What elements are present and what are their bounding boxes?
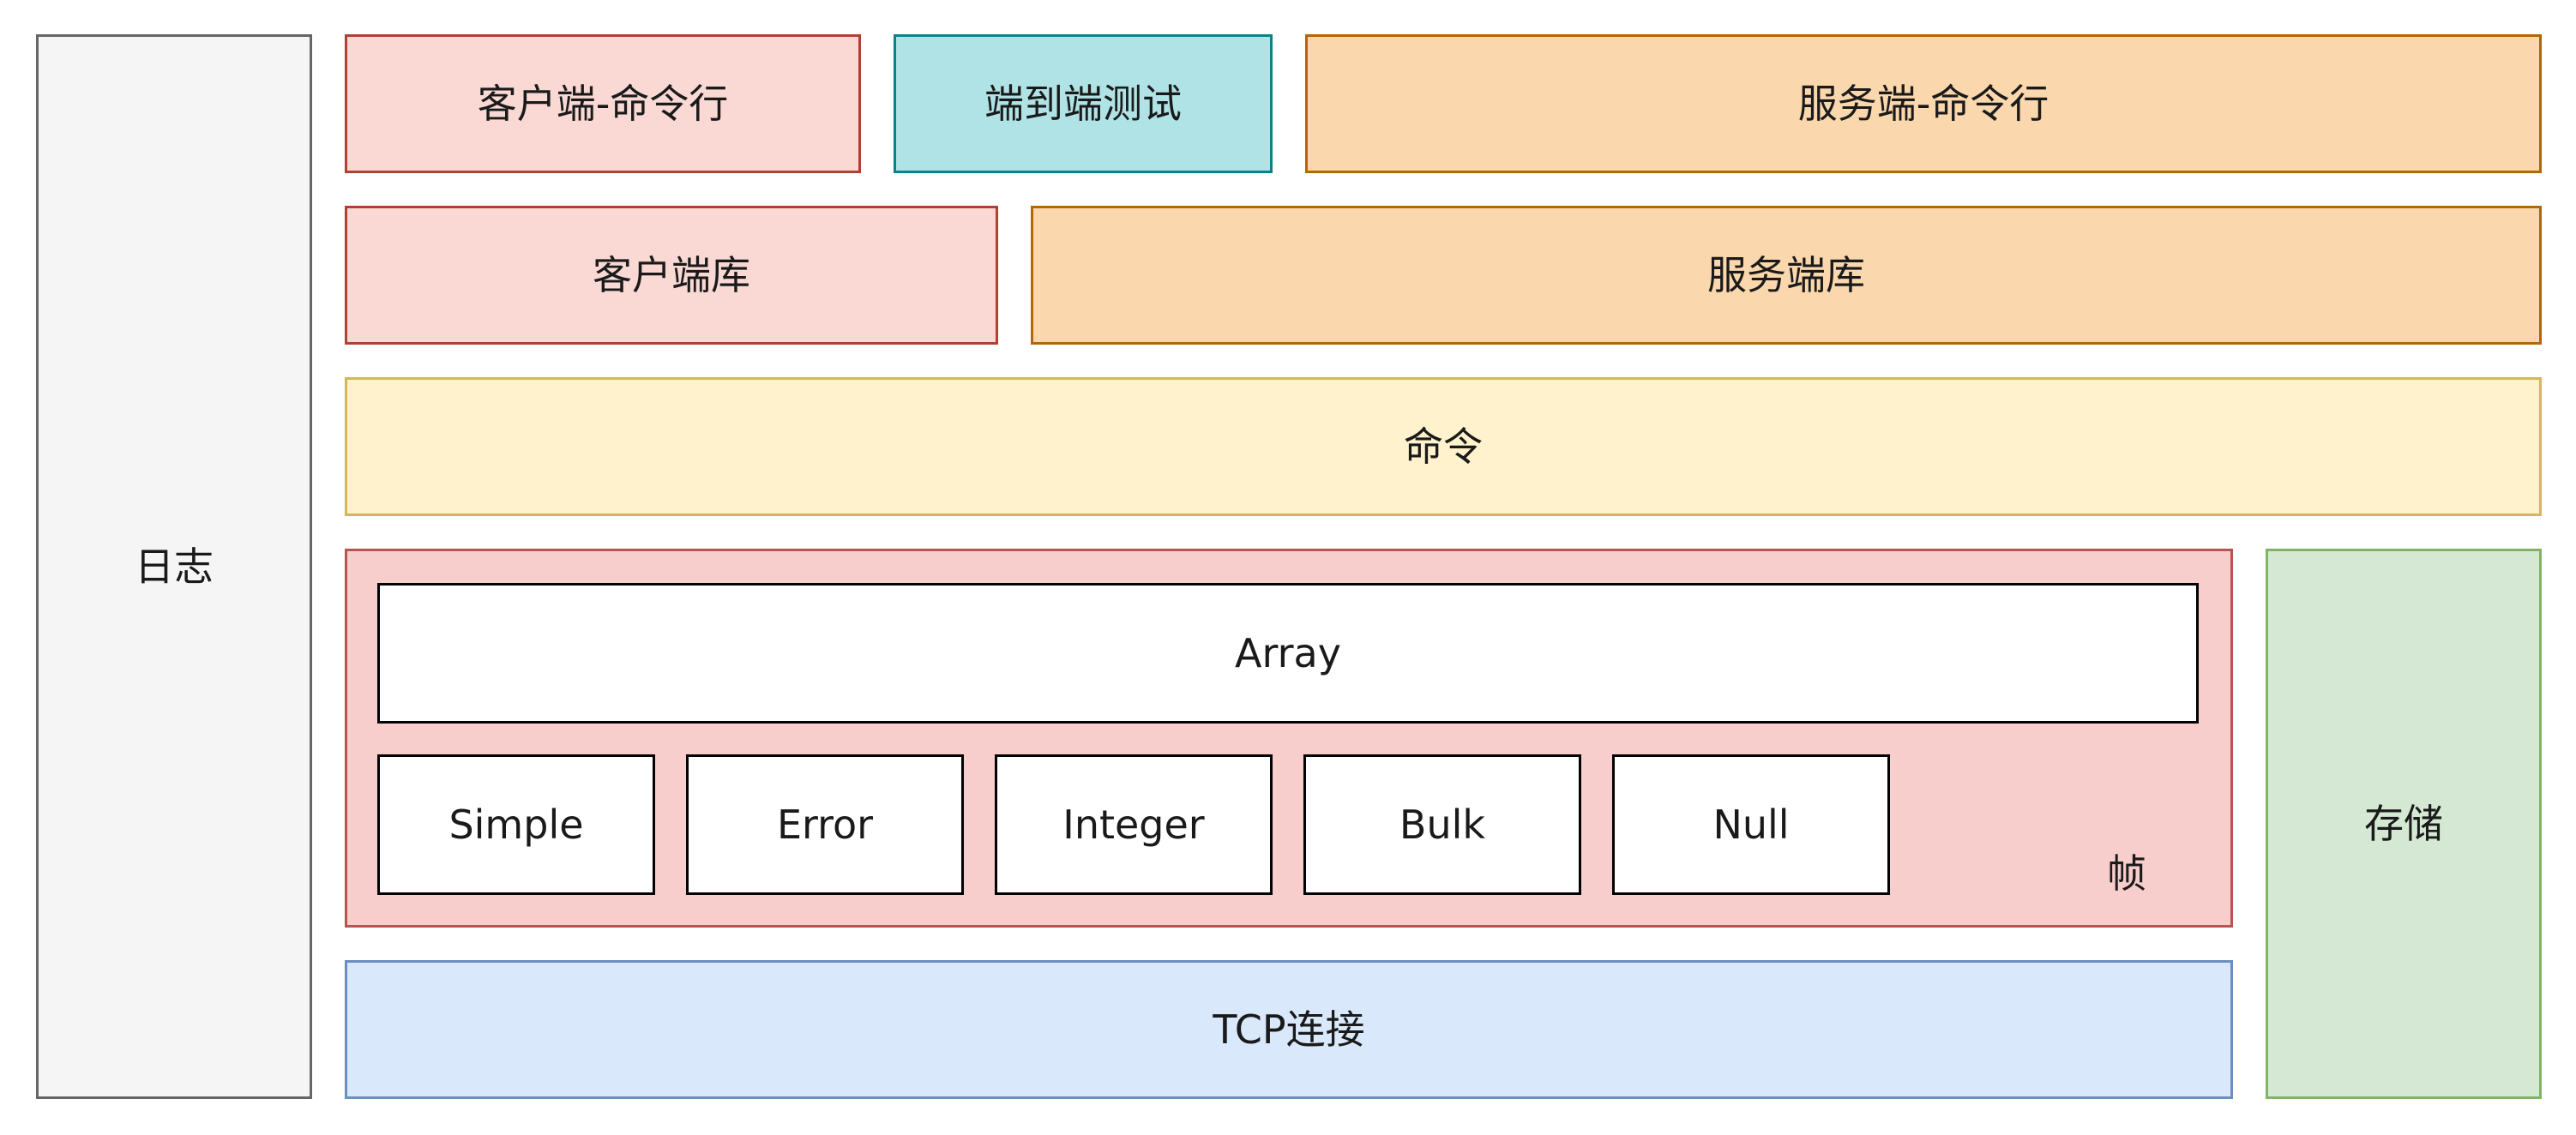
frame-array: Array (377, 583, 2199, 724)
frame-type-simple: Simple (377, 754, 655, 895)
server-cli-block: 服务端-命令行 (1305, 34, 2542, 173)
frame-type-label: Null (1712, 802, 1790, 848)
frame-type-label: Simple (448, 802, 584, 848)
frame-type-label: Integer (1062, 802, 1205, 848)
frame-type-label: Error (776, 802, 874, 848)
server-cli-label: 服务端-命令行 (1797, 81, 2049, 127)
tcp-label: TCP连接 (1213, 1006, 1365, 1053)
frame-type-bulk: Bulk (1303, 754, 1581, 895)
frame-label: 帧 (2107, 850, 2146, 897)
client-cli-block: 客户端-命令行 (345, 34, 861, 173)
frame-type-null: Null (1612, 754, 1890, 895)
frame-type-integer: Integer (995, 754, 1273, 895)
frame-array-label: Array (1235, 630, 1341, 676)
client-lib-block: 客户端库 (345, 206, 998, 345)
tcp-block: TCP连接 (345, 960, 2233, 1099)
log-label: 日志 (135, 543, 214, 590)
server-lib-label: 服务端库 (1707, 252, 1865, 298)
log-block: 日志 (36, 34, 312, 1099)
client-lib-label: 客户端库 (593, 252, 750, 298)
server-lib-block: 服务端库 (1031, 206, 2542, 345)
storage-block: 存储 (2266, 549, 2542, 1099)
frame-type-error: Error (686, 754, 964, 895)
storage-label: 存储 (2364, 801, 2443, 847)
command-label: 命令 (1404, 423, 1483, 470)
e2e-test-label: 端到端测试 (984, 81, 1182, 127)
client-cli-label: 客户端-命令行 (477, 81, 729, 127)
command-block: 命令 (345, 377, 2542, 516)
e2e-test-block: 端到端测试 (894, 34, 1273, 173)
frame-type-label: Bulk (1399, 802, 1486, 848)
